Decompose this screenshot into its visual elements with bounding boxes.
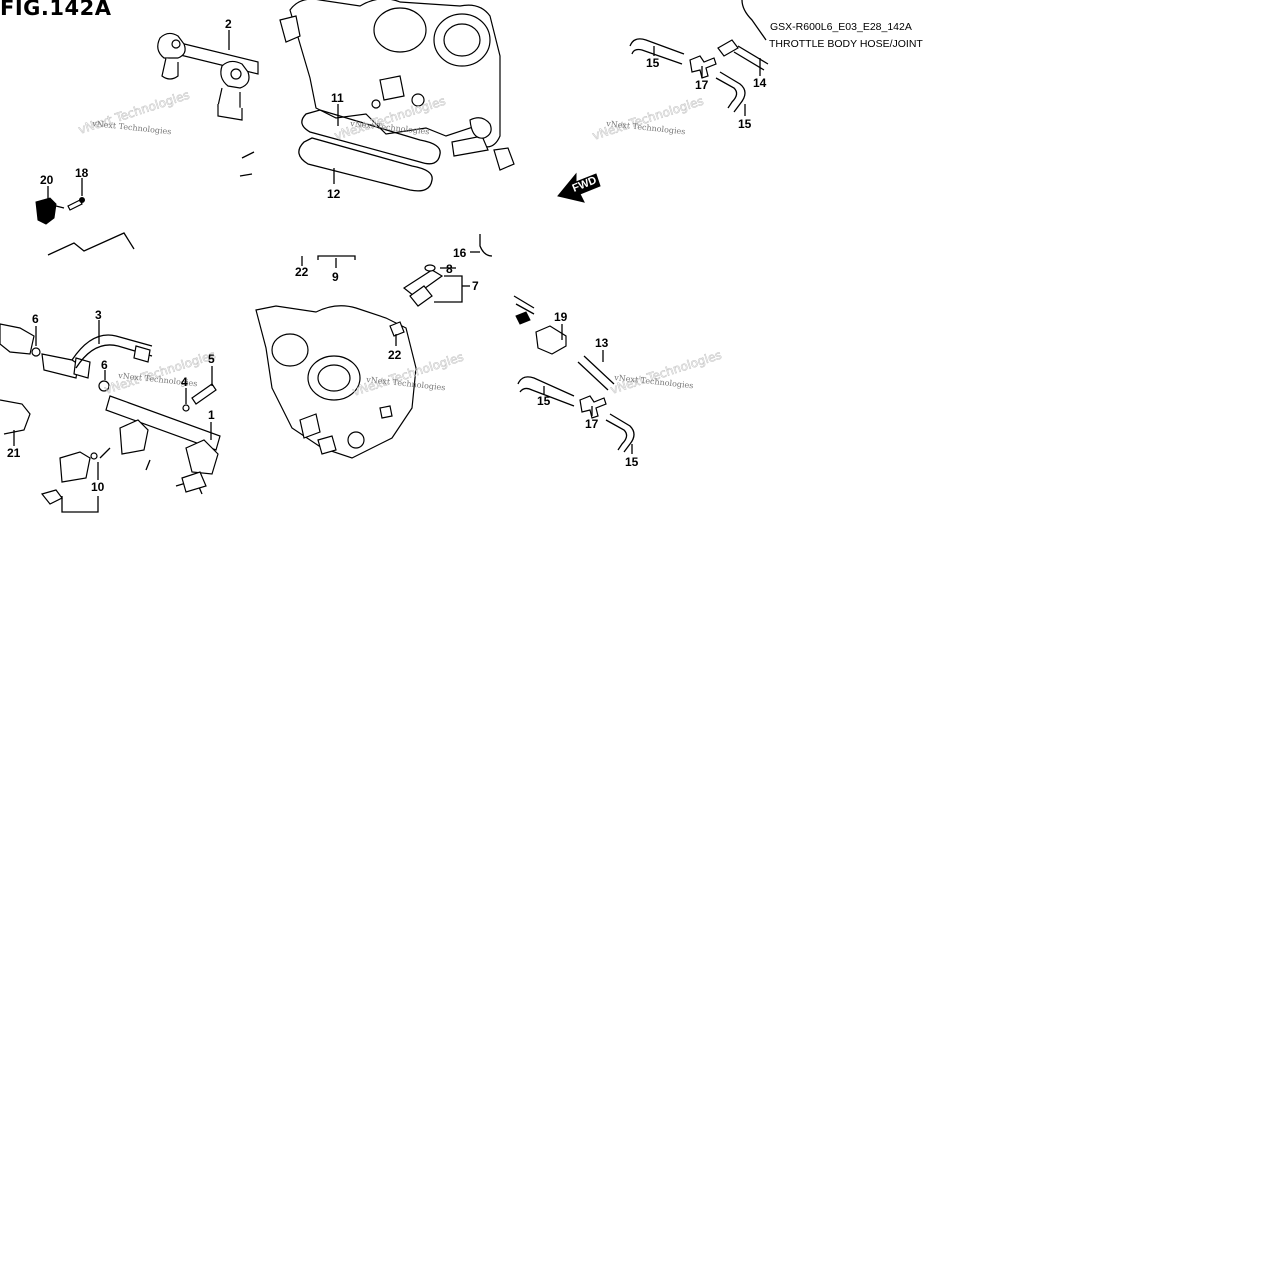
leader-lines	[13, 30, 761, 513]
callout-15-d: 15	[625, 455, 639, 469]
callout-6-a: 6	[32, 312, 39, 326]
callout-5: 5	[208, 352, 215, 366]
callout-11: 11	[331, 91, 344, 105]
callout-22-b: 22	[388, 348, 402, 362]
callout-numbers: 2 11 12 20 18 15 17 14 15 22 9 16 8 7 22…	[7, 17, 767, 494]
callout-17-b: 17	[585, 417, 599, 431]
callout-19: 19	[554, 310, 568, 324]
callout-7: 7	[472, 279, 479, 293]
callout-21: 21	[7, 446, 21, 460]
callout-15-b: 15	[738, 117, 752, 131]
callout-22-a: 22	[295, 265, 309, 279]
throttle-body-lower	[255, 305, 417, 459]
fwd-arrow: FWD	[557, 172, 601, 203]
callout-16: 16	[453, 246, 467, 260]
callout-12: 12	[327, 187, 341, 201]
clip	[239, 151, 255, 177]
model-code: GSX-R600L6_E03_E28_142A	[770, 21, 912, 33]
callout-9: 9	[332, 270, 339, 284]
callout-15-c: 15	[537, 394, 551, 408]
callout-14: 14	[753, 76, 767, 90]
callout-3: 3	[95, 308, 102, 322]
hose-group-lower	[513, 295, 635, 453]
throttle-body-upper	[279, 0, 515, 171]
figure-title: FIG.142A	[0, 0, 112, 20]
callout-4: 4	[181, 375, 188, 389]
callout-1: 1	[208, 408, 215, 422]
fuel-rail-upper	[157, 32, 259, 121]
callout-17-a: 17	[695, 78, 709, 92]
hose-12	[298, 137, 433, 192]
callout-18: 18	[75, 166, 89, 180]
callout-15-a: 15	[646, 56, 660, 70]
callout-20: 20	[40, 173, 54, 187]
hose-group-upper	[629, 0, 769, 113]
hose-16	[479, 234, 493, 257]
callout-8: 8	[446, 262, 453, 276]
fuel-injector-7	[389, 264, 444, 337]
cover-outline	[47, 232, 135, 256]
svg-text:vNext Technologies: vNext Technologies	[609, 348, 724, 397]
callout-6-b: 6	[101, 358, 108, 372]
fuel-rail-lower	[0, 323, 221, 505]
callout-13: 13	[595, 336, 609, 350]
svg-text:vNext Technologies: vNext Technologies	[91, 119, 172, 136]
callout-2: 2	[225, 17, 232, 31]
pressure-sensor	[35, 197, 85, 225]
hose-11	[301, 109, 441, 165]
diagram-title: THROTTLE BODY HOSE/JOINT	[769, 38, 923, 50]
callout-10: 10	[91, 480, 105, 494]
